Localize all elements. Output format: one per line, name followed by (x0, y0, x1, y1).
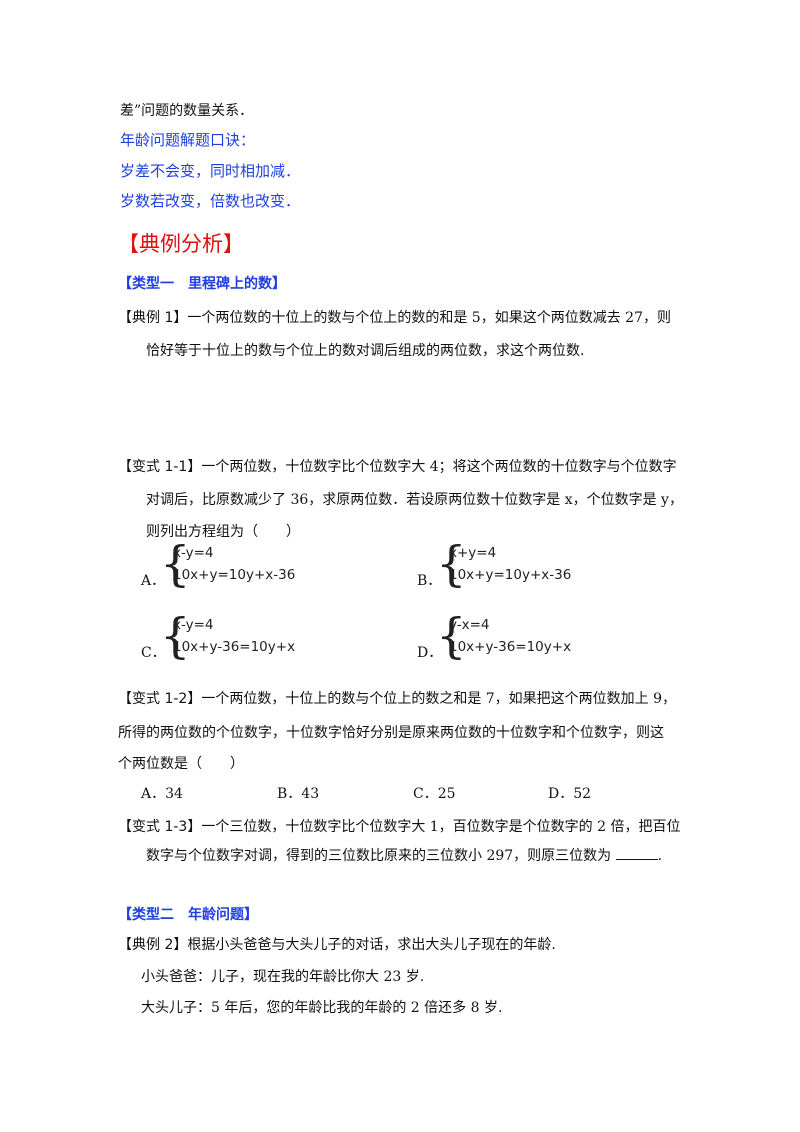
variant3-label: 【变式 1-3】 (118, 819, 202, 835)
example2-text-1: 根据小头爸爸与大头儿子的对话，求出大头儿子现在的年龄. (187, 937, 556, 953)
example2-line1: 【典例 2】根据小头爸爸与大头儿子的对话，求出大头儿子现在的年龄. (118, 934, 556, 954)
example2-line3: 大头儿子：5 年后，您的年龄比我的年龄的 2 倍还多 8 岁. (141, 1000, 503, 1016)
variant2-label: 【变式 1-2】 (118, 691, 202, 707)
example1-line1: 【典例 1】一个两位数的十位上的数与个位上的数的和是 5，如果这个两位数减去 2… (118, 307, 671, 327)
variant3-line2: 数字与个位数字对调，得到的三位数比原来的三位数小 297，则原三位数为 . (146, 845, 662, 865)
variant2-line2: 所得的两位数的个位数字，十位数字恰好分别是原来两位数的十位数字和个位数字，则这 (118, 725, 664, 741)
variant3-line2-end: . (657, 848, 663, 864)
option-d-label: D． (417, 645, 443, 661)
variant2-line1: 【变式 1-2】一个两位数，十位上的数与个位上的数之和是 7，如果把这个两位数加… (118, 688, 676, 708)
brace-icon: { (436, 608, 467, 664)
option-b-eq2: 10x+y=10y+x-36 (449, 567, 572, 583)
option-b-label: B． (417, 573, 442, 589)
variant2-text-1: 一个两位数，十位上的数与个位上的数之和是 7，如果把这个两位数加上 9， (201, 691, 677, 707)
variant1-line2: 对调后，比原数减少了 36，求原两位数．若设原两位数十位数字是 x，个位数字是 … (146, 492, 683, 508)
type1-title: 【类型一 里程碑上的数】 (118, 276, 286, 292)
variant1-line3: 则列出方程组为（ ） (146, 524, 300, 540)
type2-title: 【类型二 年龄问题】 (118, 907, 258, 923)
option-a-eq1: x-y=4 (173, 545, 214, 561)
variant3-text-1: 一个三位数，十位数字比个位数字大 1，百位数字是个位数字的 2 倍，把百位 (201, 819, 681, 835)
variant2-option-d: D．52 (548, 786, 592, 802)
section-title: 【典例分析】 (118, 232, 244, 256)
option-b-eq1: x+y=4 (449, 545, 497, 561)
example2-line2: 小头爸爸：儿子，现在我的年龄比你大 23 岁. (141, 969, 425, 985)
rhyme-line-2: 岁数若改变，倍数也改变． (120, 192, 301, 210)
variant1-label: 【变式 1-1】 (118, 459, 202, 475)
option-c-eq2: 10x+y-36=10y+x (173, 639, 296, 655)
variant2-line3: 个两位数是（ ） (118, 756, 244, 772)
rhyme-line-1: 岁差不会变，同时相加减． (120, 162, 301, 180)
answer-blank[interactable] (615, 845, 658, 860)
option-d-eq1: y-x=4 (449, 617, 490, 633)
option-a-eq2: 10x+y=10y+x-36 (173, 567, 296, 583)
variant2-option-a: A．34 (141, 786, 183, 802)
example1-label: 【典例 1】 (118, 310, 188, 326)
option-c-eq1: x-y=4 (173, 617, 214, 633)
brace-icon: { (436, 536, 467, 592)
variant2-option-c: C．25 (413, 786, 456, 802)
option-a-label: A． (141, 573, 166, 589)
variant3-text-2: 数字与个位数字对调，得到的三位数比原来的三位数小 297，则原三位数为 (146, 848, 612, 864)
intro-text: 差”问题的数量关系． (120, 103, 254, 119)
variant3-line1: 【变式 1-3】一个三位数，十位数字比个位数字大 1，百位数字是个位数字的 2 … (118, 816, 681, 836)
brace-icon: { (160, 608, 191, 664)
option-d-eq2: 10x+y-36=10y+x (449, 639, 572, 655)
variant1-line1: 【变式 1-1】一个两位数，十位数字比个位数字大 4；将这个两位数的十位数字与个… (118, 456, 677, 476)
option-c-label: C． (141, 645, 166, 661)
variant2-option-b: B．43 (277, 786, 320, 802)
brace-icon: { (160, 536, 191, 592)
variant1-text-1: 一个两位数，十位数字比个位数字大 4；将这个两位数的十位数字与个位数字 (201, 459, 677, 475)
example1-text-1: 一个两位数的十位上的数与个位上的数的和是 5，如果这个两位数减去 27，则 (187, 310, 671, 326)
example2-label: 【典例 2】 (118, 937, 188, 953)
rhyme-title: 年龄问题解题口诀： (120, 131, 256, 149)
example1-line2: 恰好等于十位上的数与个位上的数对调后组成的两位数，求这个两位数. (146, 343, 585, 359)
